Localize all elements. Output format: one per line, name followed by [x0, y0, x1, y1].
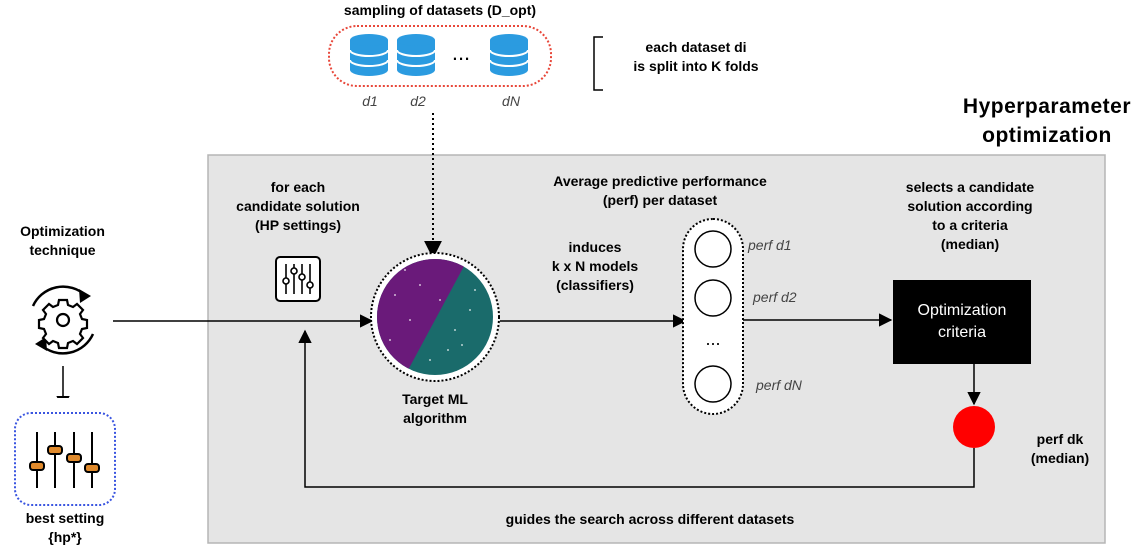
induces-line2: k x N models [551, 258, 639, 274]
title-line2: optimization [982, 124, 1112, 147]
best-setting-frame [14, 412, 116, 506]
avg-perf-line1: Average predictive performance [553, 173, 767, 189]
selects-line1: selects a candidate [905, 179, 1035, 195]
technique-line2: technique [29, 242, 96, 258]
database-icon-d2 [396, 34, 436, 76]
dataset-label-dN: dN [502, 93, 520, 109]
best-line1: best setting [25, 510, 105, 526]
target-ml-label: Target ML algorithm [365, 390, 505, 428]
target-ml-line2: algorithm [403, 410, 467, 426]
selects-label: selects a candidate solution according t… [880, 178, 1060, 254]
selects-line2: solution according [907, 198, 1033, 214]
candidate-line2: candidate solution [236, 198, 360, 214]
optimization-technique-label: Optimization technique [5, 222, 120, 260]
perf-label-d2: perf d2 [753, 289, 797, 305]
dataset-label-d1: d1 [362, 93, 378, 109]
feedback-loop-arrow [298, 329, 975, 488]
perf-label-d1: perf d1 [748, 237, 792, 253]
sampling-label: sampling of datasets (D_opt) [343, 2, 537, 18]
selects-line3: to a criteria [932, 217, 1008, 233]
hp-settings-icon [275, 256, 321, 302]
perf-dk-label: perf dk (median) [1015, 430, 1105, 468]
perf-dk-line2: (median) [1030, 450, 1090, 466]
selects-line4: (median) [940, 236, 1000, 252]
perf-circle-d2 [694, 279, 732, 317]
induces-line1: induces [568, 239, 622, 255]
target-ml-circle [377, 259, 493, 375]
perf-circle-dN [694, 365, 732, 403]
induces-label: induces k x N models (classifiers) [530, 238, 660, 295]
database-icon-dN [489, 34, 529, 76]
target-ml-line1: Target ML [402, 391, 468, 407]
best-setting-label: best setting {hp*} [5, 509, 125, 547]
technique-line1: Optimization [20, 223, 105, 239]
dataset-ellipsis: ... [451, 40, 471, 65]
perf-circle-d1 [694, 230, 732, 268]
candidate-line3: (HP settings) [254, 217, 342, 233]
criteria-line1: Optimization [917, 302, 1007, 319]
avg-perf-line2: (perf) per dataset [602, 192, 718, 208]
induces-line3: (classifiers) [556, 277, 634, 293]
candidate-solution-label: for each candidate solution (HP settings… [218, 178, 378, 235]
avg-perf-label: Average predictive performance (perf) pe… [525, 172, 795, 210]
guides-label: guides the search across different datas… [505, 511, 795, 527]
note-bracket [593, 36, 603, 91]
dataset-label-d2: d2 [410, 93, 426, 109]
perf-ellipsis: ... [705, 329, 721, 349]
perf-dk-line1: perf dk [1036, 431, 1084, 447]
sliders-icon [29, 432, 100, 488]
diagram-title: Hyperparameter optimization [963, 92, 1131, 150]
optimization-criteria-box: Optimization criteria [893, 280, 1031, 364]
split-note: each dataset di is split into K folds [606, 38, 786, 76]
database-icon-d1 [349, 34, 389, 76]
criteria-line2: criteria [937, 324, 986, 341]
split-note-line2: is split into K folds [633, 58, 759, 74]
split-note-line1: each dataset di [645, 39, 747, 55]
gear-cycle-icon [31, 285, 95, 355]
perf-dk-dot [953, 406, 995, 448]
candidate-line1: for each [270, 179, 326, 195]
perf-label-dN: perf dN [756, 377, 802, 393]
best-line2: {hp*} [48, 529, 82, 545]
title-line1: Hyperparameter [962, 95, 1131, 118]
